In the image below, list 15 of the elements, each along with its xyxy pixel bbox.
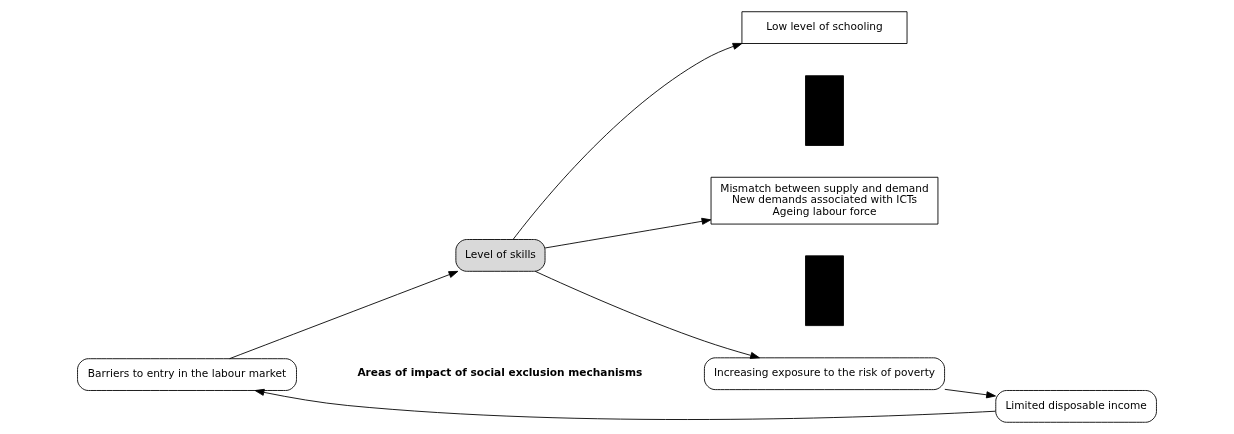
- node-bar: [805, 75, 844, 146]
- node-box: Limited disposable income: [995, 390, 1157, 423]
- node-box: Low level of schooling: [741, 11, 908, 44]
- arrow: [544, 217, 712, 249]
- arrow: [534, 270, 760, 359]
- node-box: Level of skills: [455, 239, 546, 272]
- node-box: Barriers to entry in the labour market: [77, 358, 297, 391]
- node-bar: [805, 255, 844, 327]
- arrow: [229, 270, 459, 360]
- node-box: Increasing exposure to the risk of poverty: [703, 357, 945, 391]
- label: Areas of impact of social exclusion mechanisms: [357, 365, 643, 378]
- arrow: [512, 42, 743, 240]
- arrow: [254, 388, 997, 420]
- arrow: [944, 388, 996, 399]
- node-box: Mismatch between supply and demand New demands associated with ICTs Ageing labour force: [710, 176, 939, 225]
